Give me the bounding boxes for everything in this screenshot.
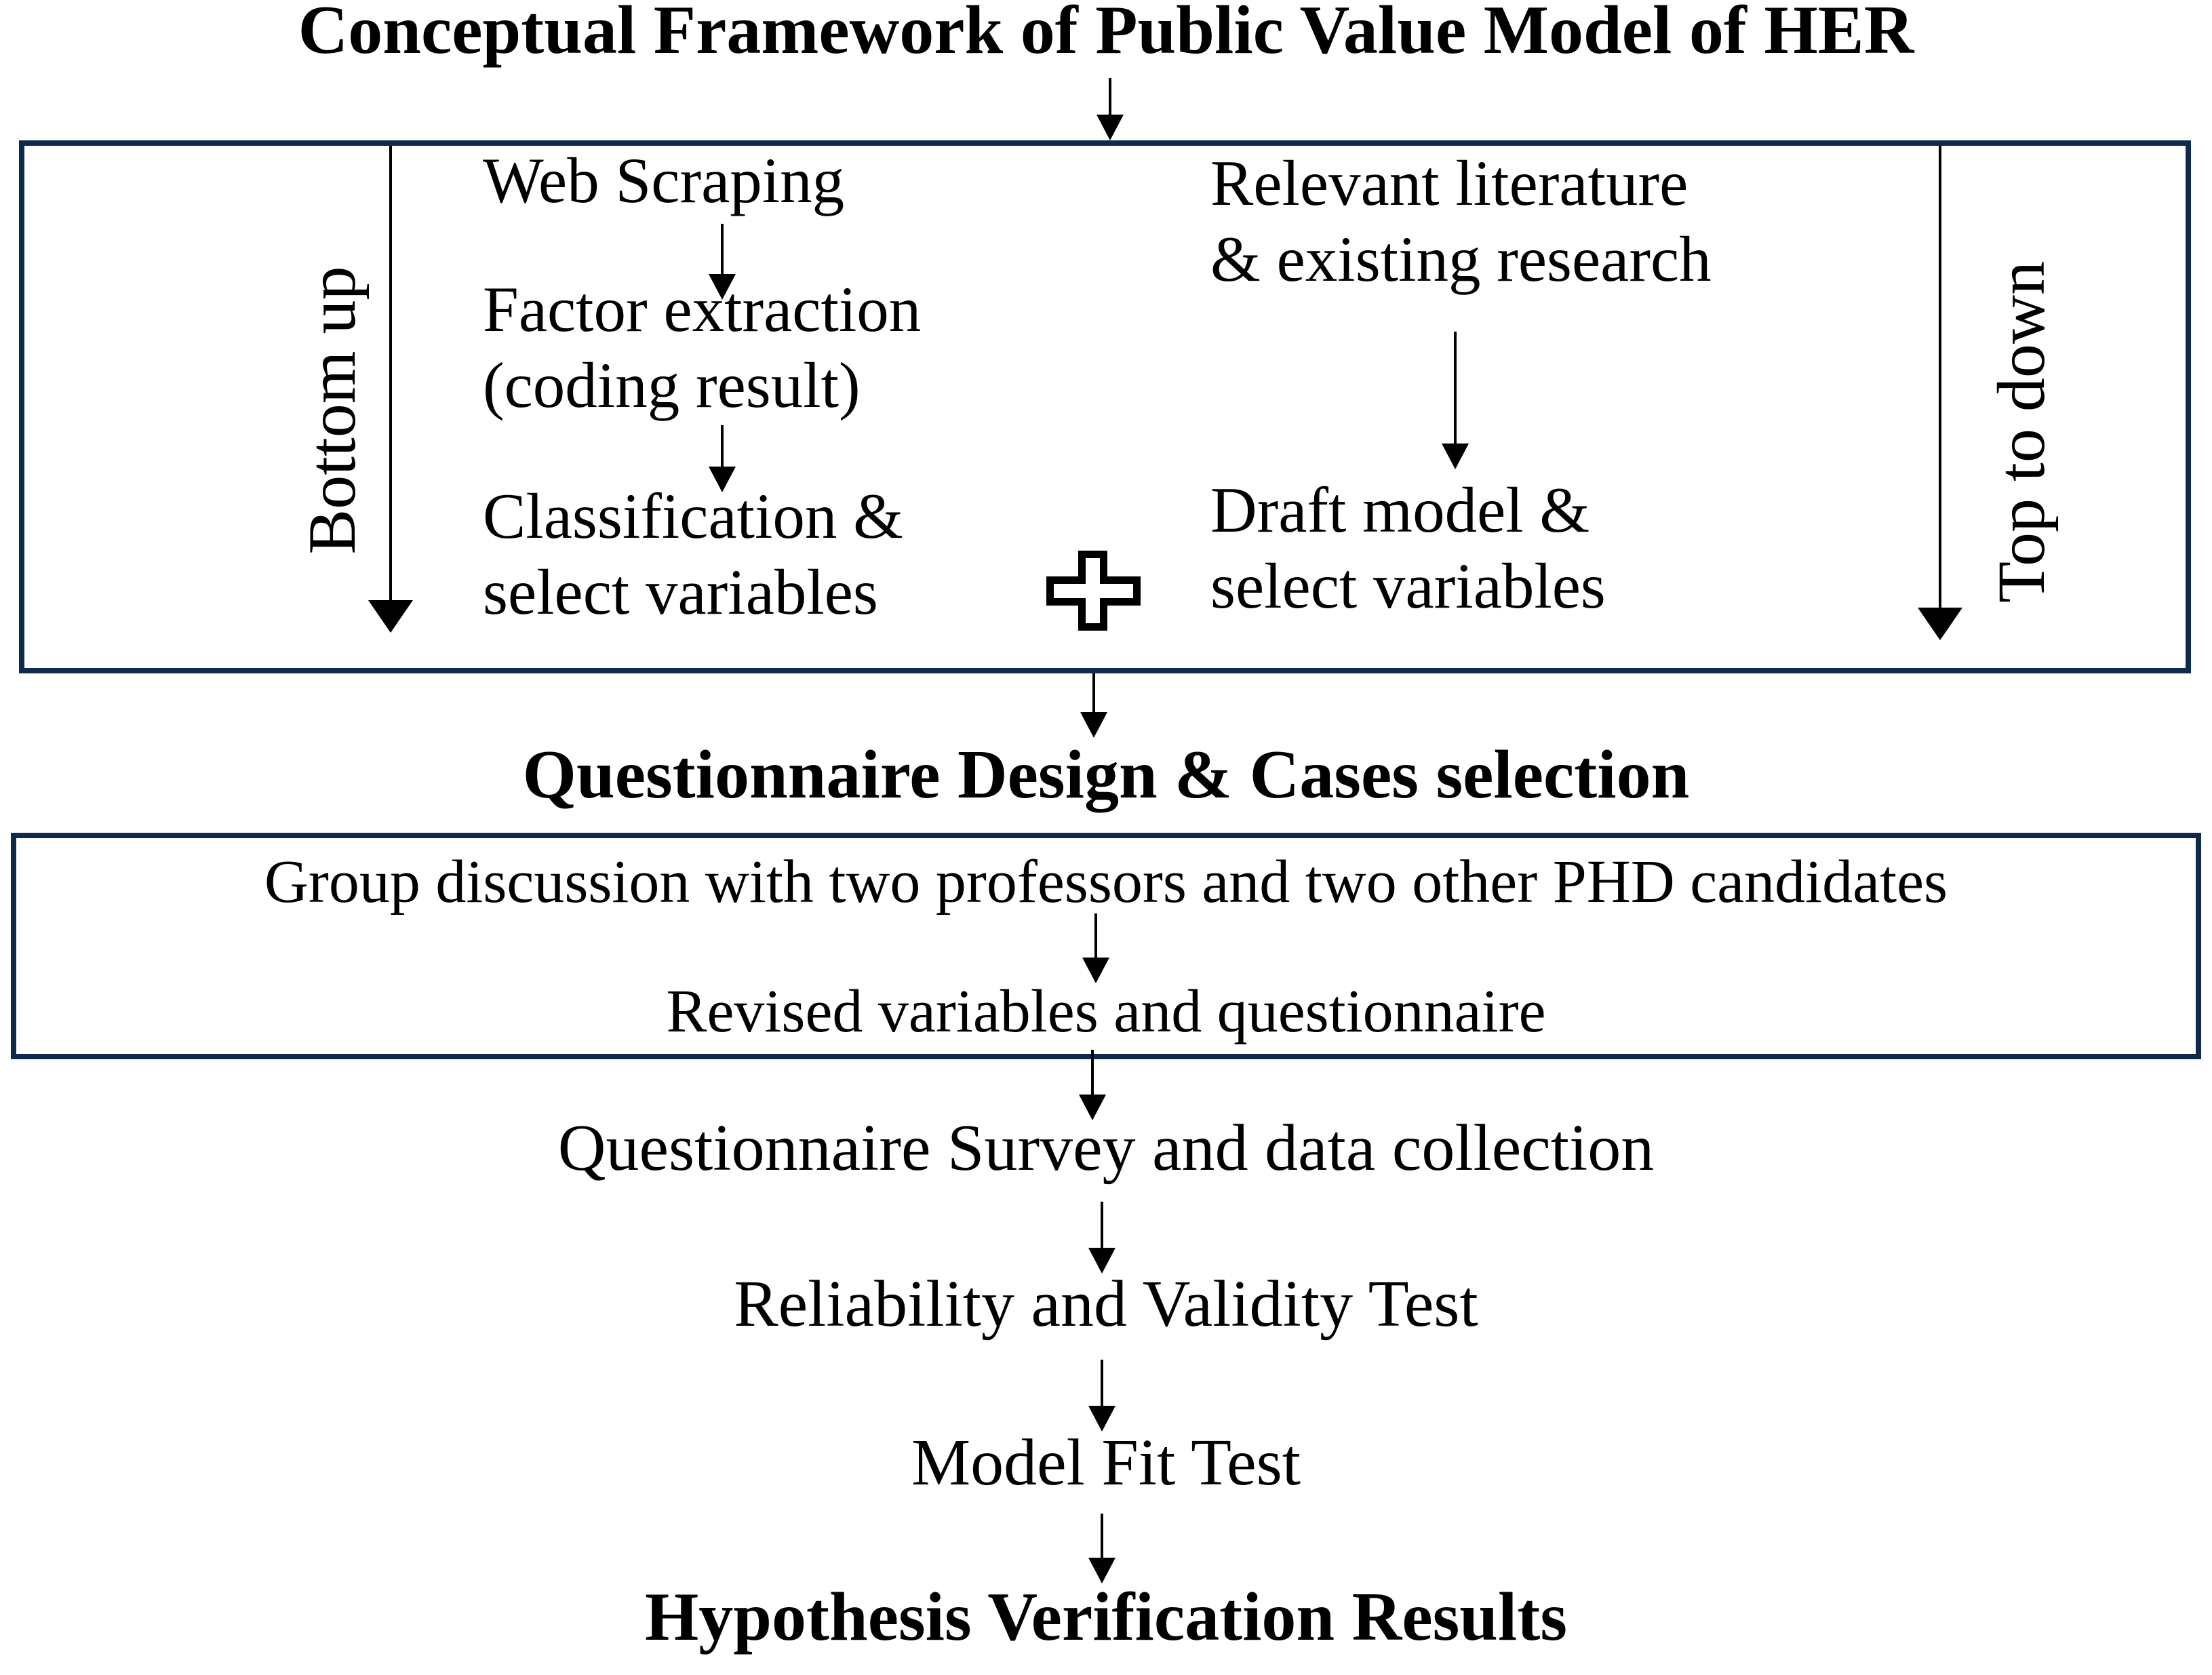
down-arrow-literature-to-draftmodel — [1442, 332, 1469, 469]
bottom-up-label: Bottom up — [294, 266, 370, 555]
arrow-shaft — [1094, 913, 1097, 958]
model-fit-test-step: Model Fit Test — [911, 1426, 1301, 1499]
arrow-shaft — [1092, 673, 1095, 712]
questionnaire-design-title: Questionnaire Design & Cases selection — [522, 736, 1690, 813]
arrow-shaft — [1454, 332, 1457, 444]
arrow-head-icon — [1088, 1248, 1115, 1274]
arrow-head-icon — [1088, 1406, 1115, 1432]
arrow-head-icon — [709, 274, 736, 300]
arrow-head-icon — [1918, 608, 1962, 640]
diagram-title: Conceptual Framework of Public Value Mod… — [298, 0, 1914, 68]
down-arrow-revised-to-survey — [1079, 1050, 1106, 1120]
arrow-shaft — [721, 425, 724, 467]
arrow-head-icon — [1097, 115, 1124, 140]
arrow-head-icon — [1442, 444, 1469, 469]
arrow-shaft — [1091, 1050, 1094, 1095]
down-arrow-factor-to-classification — [709, 425, 736, 492]
arrow-head-icon — [709, 467, 736, 492]
relevant-literature-step: Relevant literature & existing research — [1210, 147, 1712, 295]
down-arrow-reliability-to-modelfit — [1088, 1360, 1115, 1432]
group-discussion-step: Group discussion with two professors and… — [264, 848, 1948, 915]
arrow-shaft — [389, 146, 392, 600]
arrow-head-icon — [1088, 1558, 1115, 1583]
arrow-head-icon — [1080, 712, 1107, 738]
arrow-head-icon — [1079, 1095, 1106, 1120]
top-to-down-label: Top to down — [1983, 260, 2059, 604]
arrow-shaft — [1101, 1202, 1103, 1248]
down-arrow-title-to-framework — [1097, 78, 1124, 140]
discussion-box — [11, 833, 2201, 1059]
arrow-head-icon — [1082, 958, 1109, 983]
plus-merge-icon — [1046, 551, 1141, 631]
survey-step: Questionnaire Survey and data collection — [557, 1111, 1655, 1185]
down-arrow-survey-to-reliability — [1088, 1202, 1115, 1274]
revised-variables-step: Revised variables and questionnaire — [666, 978, 1546, 1045]
arrow-shaft — [721, 224, 724, 274]
down-arrow-webscraping-to-factor — [709, 224, 736, 300]
arrow-shaft — [1101, 1514, 1103, 1558]
bottom-up-down-arrow — [368, 146, 413, 633]
arrow-shaft — [1101, 1360, 1103, 1406]
down-arrow-discussion-to-revised — [1082, 913, 1109, 983]
down-arrow-modelfit-to-hypothesis — [1088, 1514, 1115, 1583]
arrow-head-icon — [368, 600, 413, 633]
draft-model-step: Draft model & select variables — [1210, 474, 1606, 622]
top-down-down-arrow — [1918, 146, 1962, 640]
arrow-shaft — [1939, 146, 1941, 608]
hypothesis-results-title: Hypothesis Verification Results — [644, 1579, 1568, 1655]
classification-step: Classification & select variables — [483, 480, 904, 628]
framework-box — [19, 140, 2191, 673]
web-scraping-step: Web Scraping — [483, 144, 845, 216]
arrow-shaft — [1109, 78, 1111, 115]
factor-extraction-step: Factor extraction (coding result) — [483, 273, 922, 421]
reliability-test-step: Reliability and Validity Test — [734, 1267, 1478, 1341]
down-arrow-framework-to-questionnaire — [1080, 673, 1107, 738]
